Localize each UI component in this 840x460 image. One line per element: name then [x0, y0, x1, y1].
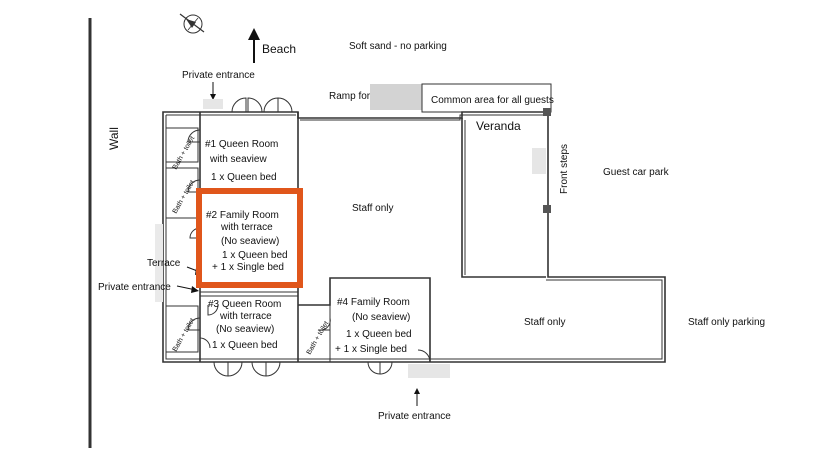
- room4-bed-2: + 1 x Single bed: [335, 344, 407, 355]
- staff-only-right-label: Staff only: [524, 317, 566, 328]
- staff-only-parking-label: Staff only parking: [688, 317, 765, 328]
- terrace-shade: [155, 224, 163, 302]
- room2-title: #2 Family Room: [206, 210, 279, 221]
- ramp-shade: [370, 84, 422, 110]
- bath-label-3: Bath + toilet: [172, 317, 197, 353]
- room2-note: (No seaview): [221, 236, 279, 247]
- room1-text: #1 Queen Room with seaview 1 x Queen bed: [205, 139, 278, 183]
- room3-note: (No seaview): [216, 324, 274, 335]
- room2-bed-2: + 1 x Single bed: [212, 262, 284, 273]
- inner-doors: [187, 129, 431, 363]
- bath-label-1: Bath + toilet: [172, 135, 197, 171]
- bath-cell-3: [165, 305, 199, 353]
- bath-label-4: Bath + toilet: [306, 320, 331, 356]
- guest-car-park-label: Guest car park: [603, 167, 670, 178]
- front-steps-label: Front steps: [559, 144, 570, 194]
- room4-bed-1: 1 x Queen bed: [346, 329, 412, 340]
- staff-only-center-label: Staff only: [352, 203, 394, 214]
- veranda-edge: [461, 118, 546, 278]
- arrow-up-icon: [248, 28, 260, 63]
- front-steps-post-2: [543, 205, 551, 213]
- wall-label: Wall: [107, 127, 121, 150]
- room2-highlight: [196, 188, 303, 288]
- room2-subtitle: with terrace: [220, 222, 273, 233]
- private-entrance-bottom-label: Private entrance: [378, 411, 451, 422]
- room2-text: #2 Family Room with terrace (No seaview)…: [206, 210, 288, 273]
- bath-label-2: Bath + toilet: [172, 179, 197, 215]
- door-top-room1: [231, 97, 293, 113]
- front-steps-shade: [532, 148, 546, 174]
- room3-title: #3 Queen Room: [208, 299, 281, 310]
- beach-label: Beach: [262, 42, 296, 56]
- wall-room3-right: [298, 277, 431, 362]
- arrow-up-icon: [414, 388, 420, 406]
- common-area-label: Common area for all guests: [431, 95, 554, 106]
- room4-title: #4 Family Room: [337, 297, 410, 308]
- soft-sand-label: Soft sand - no parking: [349, 41, 447, 52]
- room3-text: #3 Queen Room with terrace (No seaview) …: [208, 299, 281, 351]
- compass-icon: [179, 13, 205, 34]
- entrance-shade-bottom: [408, 364, 450, 378]
- entrance-shade-top: [203, 99, 223, 109]
- bath-cell-1: [165, 127, 199, 163]
- private-entrance-left-label: Private entrance: [98, 282, 171, 293]
- private-entrance-top-label: Private entrance: [182, 70, 255, 81]
- door-bottom-room4: [367, 361, 393, 375]
- veranda-label: Veranda: [476, 119, 521, 133]
- room4-text: #4 Family Room (No seaview) 1 x Queen be…: [335, 297, 412, 355]
- arrow-down-icon: [210, 82, 216, 100]
- room1-subtitle: with seaview: [209, 154, 267, 165]
- room1-title: #1 Queen Room: [205, 139, 278, 150]
- front-steps-post-1: [543, 108, 551, 116]
- room3-bed: 1 x Queen bed: [212, 340, 278, 351]
- room2-bed-1: 1 x Queen bed: [222, 250, 288, 261]
- door-bottom-room3: [213, 361, 281, 377]
- building-outline-inner: [165, 114, 663, 360]
- room1-bed: 1 x Queen bed: [211, 172, 277, 183]
- terrace-label: Terrace: [147, 258, 181, 269]
- room3-subtitle: with terrace: [219, 311, 272, 322]
- room4-note: (No seaview): [352, 312, 410, 323]
